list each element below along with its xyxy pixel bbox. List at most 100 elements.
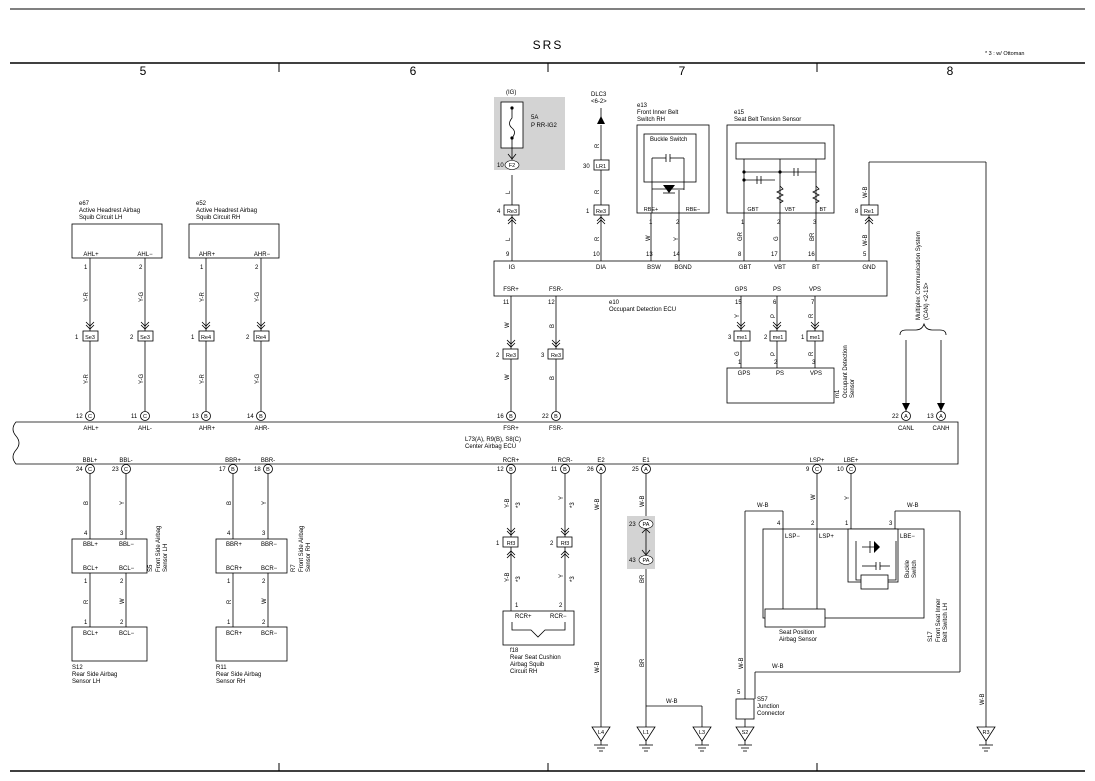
svg-text:Re3: Re3 — [506, 353, 516, 359]
svg-text:C: C — [88, 414, 92, 420]
svg-text:FSR+: FSR+ — [503, 287, 519, 293]
can-arrows — [902, 403, 945, 411]
svg-text:BCR+: BCR+ — [226, 631, 243, 637]
svg-text:A: A — [904, 414, 908, 420]
svg-text:Y-R: Y-R — [84, 374, 90, 384]
svg-text:Squib Circuit LH: Squib Circuit LH — [79, 215, 122, 221]
svg-text:L4: L4 — [598, 730, 604, 736]
svg-text:VPS: VPS — [810, 371, 822, 377]
svg-text:C: C — [849, 467, 853, 473]
svg-text:2: 2 — [811, 521, 815, 527]
multiplex-can-brace: Multiplex Communication System (CAN) <2-… — [899, 231, 947, 336]
svg-text:Seat Belt Tension Sensor: Seat Belt Tension Sensor — [734, 117, 801, 123]
svg-text:BBR−: BBR− — [261, 542, 277, 548]
svg-text:43: 43 — [629, 558, 636, 564]
svg-text:2: 2 — [262, 579, 266, 585]
svg-text:B: B — [554, 414, 558, 420]
svg-text:BR: BR — [640, 658, 646, 667]
svg-text:BCR−: BCR− — [261, 566, 278, 572]
svg-text:Y-G: Y-G — [139, 292, 145, 302]
svg-text:2: 2 — [764, 335, 768, 341]
svg-text:me1: me1 — [773, 335, 784, 341]
svg-text:3: 3 — [120, 531, 124, 537]
svg-text:17: 17 — [219, 467, 226, 473]
svg-text:2: 2 — [774, 360, 778, 366]
svg-text:Circuit RH: Circuit RH — [510, 669, 537, 675]
svg-text:3: 3 — [541, 353, 545, 359]
footnote: * 3 : w/ Ottoman — [985, 51, 1024, 57]
svg-text:Y-G: Y-G — [139, 374, 145, 384]
svg-text:1: 1 — [845, 521, 849, 527]
diagram-frame — [10, 8, 1085, 772]
svg-text:Y: Y — [845, 496, 851, 500]
svg-text:G: G — [774, 236, 780, 241]
occupant-ecu-bottom-pin-labels: FSR+ FSR- GPS PS VPS — [503, 287, 821, 293]
svg-text:12: 12 — [76, 414, 83, 420]
svg-text:23: 23 — [629, 522, 636, 528]
svg-text:1: 1 — [75, 335, 79, 341]
svg-text:Y-R: Y-R — [200, 292, 206, 302]
svg-text:5: 5 — [863, 252, 867, 258]
s5-front-side-sensor-lh: BBL+ BBL− BCL+ BCL− S5 Front Side Airbag… — [71, 526, 169, 574]
svg-text:Sensor RH: Sensor RH — [216, 679, 245, 685]
svg-text:5A: 5A — [531, 115, 538, 121]
center-ecu-top-pin-labels: AHL+ AHL- AHR+ AHR- FSR+ FSR- CANL CANH — [83, 426, 949, 432]
svg-text:Connector: Connector — [757, 711, 785, 717]
svg-text:e67: e67 — [79, 201, 90, 207]
svg-text:FSR+: FSR+ — [503, 426, 519, 432]
svg-text:17: 17 — [771, 252, 778, 258]
svg-text:VBT: VBT — [785, 207, 796, 213]
svg-text:P RR-IG2: P RR-IG2 — [531, 123, 558, 129]
svg-text:11: 11 — [551, 467, 558, 473]
ecu-pin-circles: C12 C11 B13 B14 B16 B22 A22 A13 C24 C23 … — [76, 411, 946, 474]
svg-text:16: 16 — [808, 252, 815, 258]
svg-text:S57: S57 — [757, 697, 768, 703]
svg-text:10: 10 — [497, 163, 504, 169]
svg-text:6: 6 — [773, 300, 777, 306]
svg-text:14: 14 — [673, 252, 680, 258]
svg-text:14: 14 — [247, 414, 254, 420]
column-number-5: 5 — [140, 64, 147, 78]
svg-text:9: 9 — [806, 467, 810, 473]
svg-text:Front Side Airbag: Front Side Airbag — [299, 526, 305, 572]
ground-r3-icon: R3 — [976, 726, 996, 752]
svg-text:12: 12 — [548, 300, 555, 306]
svg-text:11: 11 — [503, 300, 510, 306]
svg-text:AHL+: AHL+ — [83, 252, 99, 258]
svg-text:E2: E2 — [597, 458, 605, 464]
svg-text:Y-R: Y-R — [84, 292, 90, 302]
svg-text:9: 9 — [506, 252, 510, 258]
svg-text:8: 8 — [855, 209, 859, 215]
svg-text:A: A — [939, 414, 943, 420]
svg-text:2: 2 — [550, 541, 554, 547]
svg-text:BR: BR — [810, 232, 816, 241]
svg-text:DIA: DIA — [596, 265, 606, 271]
svg-text:3: 3 — [728, 335, 732, 341]
svg-text:AHL−: AHL− — [137, 252, 153, 258]
svg-text:1: 1 — [191, 335, 195, 341]
svg-text:W-B: W-B — [863, 186, 869, 198]
svg-text:W-B: W-B — [595, 498, 601, 510]
svg-text:Switch: Switch — [912, 560, 918, 578]
svg-text:CANH: CANH — [932, 426, 949, 432]
svg-text:W-B: W-B — [739, 657, 745, 669]
ground-l4-icon: L4 — [591, 726, 611, 752]
svg-text:RCR−: RCR− — [550, 614, 567, 620]
svg-text:Front Inner Belt: Front Inner Belt — [637, 110, 679, 116]
connector-chevrons — [85, 216, 874, 559]
svg-text:S5: S5 — [148, 564, 154, 572]
s57-junction-connector: S57 Junction Connector 5 — [735, 690, 785, 720]
connector-me1-ps: me1 2 — [764, 330, 787, 342]
svg-text:Y: Y — [559, 496, 565, 500]
fuse-p-rr-ig2: (IG) 5A P RR-IG2 F2 10 — [494, 90, 565, 170]
svg-text:BT: BT — [812, 265, 820, 271]
e13-inner-belt-switch-rh: e13 Front Inner Belt Switch RH Buckle Sw… — [636, 103, 710, 214]
svg-text:F2: F2 — [509, 163, 515, 169]
svg-text:1: 1 — [586, 209, 590, 215]
svg-text:AHL-: AHL- — [138, 426, 152, 432]
svg-text:W: W — [646, 235, 652, 241]
